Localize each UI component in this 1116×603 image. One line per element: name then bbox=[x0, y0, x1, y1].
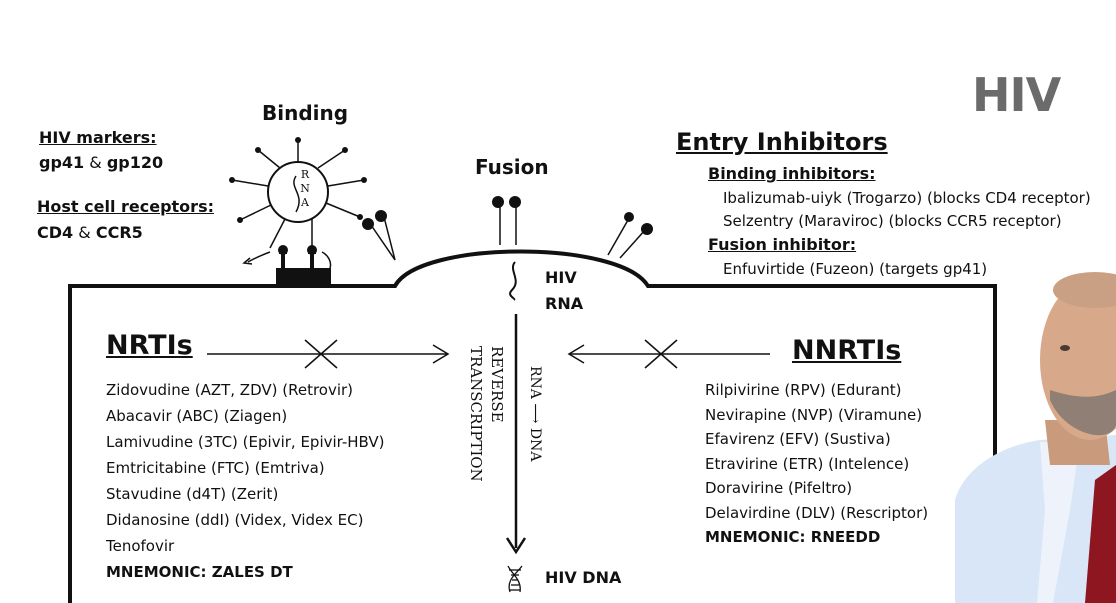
entry-inhibitors-heading: Entry Inhibitors bbox=[676, 128, 888, 156]
nnrti-item: Delavirdine (DLV) (Rescriptor) bbox=[705, 503, 929, 522]
nrti-mnemonic: MNEMONIC: ZALES DT bbox=[106, 563, 293, 581]
nnrti-item: Rilpivirine (RPV) (Edurant) bbox=[705, 381, 902, 399]
binding-inhibitor-item: Selzentry (Maraviroc) (blocks CCR5 recep… bbox=[723, 212, 1062, 230]
nrti-item: Abacavir (ABC) (Ziagen) bbox=[106, 407, 288, 425]
rna-letter-a: A bbox=[301, 196, 309, 209]
host-receptors-heading-text: Host cell receptors: bbox=[37, 197, 214, 216]
nnrti-blocked-arrow bbox=[567, 339, 770, 369]
receptor-amp: & bbox=[78, 223, 91, 242]
hiv-dna-helix bbox=[507, 565, 523, 593]
binding-inhibitor-item: Ibalizumab-uiyk (Trogarzo) (blocks CD4 r… bbox=[723, 189, 1091, 207]
cell-membrane bbox=[68, 249, 997, 603]
nnrti-item: Efavirenz (EFV) (Sustiva) bbox=[705, 430, 891, 448]
receptor-cd4: CD4 bbox=[37, 223, 74, 242]
hiv-virion bbox=[231, 140, 365, 249]
nnrti-item: Nevirapine (NVP) (Viramune) bbox=[705, 405, 923, 424]
nrti-item: Zidovudine (AZT, ZDV) (Retrovir) bbox=[106, 381, 354, 399]
hiv-rna-label-2: RNA bbox=[545, 294, 584, 313]
reverse-label: REVERSE bbox=[488, 346, 506, 423]
nnrti-item: Doravirine (Pifeltro) bbox=[705, 479, 853, 497]
binding-label: Binding bbox=[262, 101, 349, 125]
nrti-blocked-arrow bbox=[207, 339, 450, 369]
presenter-image bbox=[955, 272, 1116, 603]
hiv-rna-label-1: HIV bbox=[545, 268, 577, 287]
marker-amp: & bbox=[89, 153, 102, 172]
nnrtis-heading: NNRTIs bbox=[792, 335, 902, 366]
binding-inhibitors-heading: Binding inhibitors: bbox=[708, 164, 876, 183]
hiv-markers-heading: HIV markers: bbox=[39, 128, 157, 147]
glycoproteins bbox=[370, 207, 646, 261]
host-receptors-values: CD4 & CCR5 bbox=[37, 223, 143, 242]
hiv-dna-label: HIV DNA bbox=[545, 568, 622, 587]
page-title: HIV bbox=[972, 68, 1061, 122]
hiv-markers-heading-text: HIV markers: bbox=[39, 128, 157, 147]
reverse-transcription-arrow bbox=[505, 314, 527, 555]
virus-rna-letters: R N A bbox=[300, 168, 310, 210]
nnrti-item: Etravirine (ETR) (Intelence) bbox=[705, 454, 910, 473]
nnrti-mnemonic: MNEMONIC: RNEEDD bbox=[705, 528, 881, 546]
nnrtis-list: Rilpivirine (RPV) (Edurant) Nevirapine (… bbox=[705, 378, 928, 550]
marker-gp41: gp41 bbox=[39, 153, 85, 172]
host-receptor-base bbox=[276, 268, 331, 284]
nrti-item: Tenofovir bbox=[106, 537, 175, 555]
host-receptors-heading: Host cell receptors: bbox=[37, 197, 214, 216]
hiv-rna-strand bbox=[509, 261, 517, 301]
rna-to-dna-label: RNA ⟶ DNA bbox=[527, 366, 543, 462]
fusion-inhibitor-heading: Fusion inhibitor: bbox=[708, 235, 857, 254]
nrtis-heading: NRTIs bbox=[106, 330, 193, 361]
rna-letter-r: R bbox=[300, 168, 310, 181]
fusion-inhibitor-item: Enfuvirtide (Fuzeon) (targets gp41) bbox=[723, 260, 988, 278]
fusion-label: Fusion bbox=[475, 155, 549, 179]
receptor-ccr5: CCR5 bbox=[95, 223, 143, 242]
rna-letter-n: N bbox=[300, 182, 310, 195]
hiv-markers-values: gp41 & gp120 bbox=[39, 153, 163, 172]
nrtis-list: Zidovudine (AZT, ZDV) (Retrovir) Abacavi… bbox=[106, 377, 385, 585]
marker-gp120: gp120 bbox=[106, 153, 164, 172]
nrti-item: Didanosine (ddI) (Videx, Videx EC) bbox=[106, 511, 364, 529]
transcription-label: TRANSCRIPTION bbox=[467, 346, 485, 482]
nrti-item: Stavudine (d4T) (Zerit) bbox=[106, 485, 279, 503]
nrti-item: Emtricitabine (FTC) (Emtriva) bbox=[106, 459, 325, 477]
nrti-item: Lamivudine (3TC) (Epivir, Epivir-HBV) bbox=[106, 433, 385, 451]
